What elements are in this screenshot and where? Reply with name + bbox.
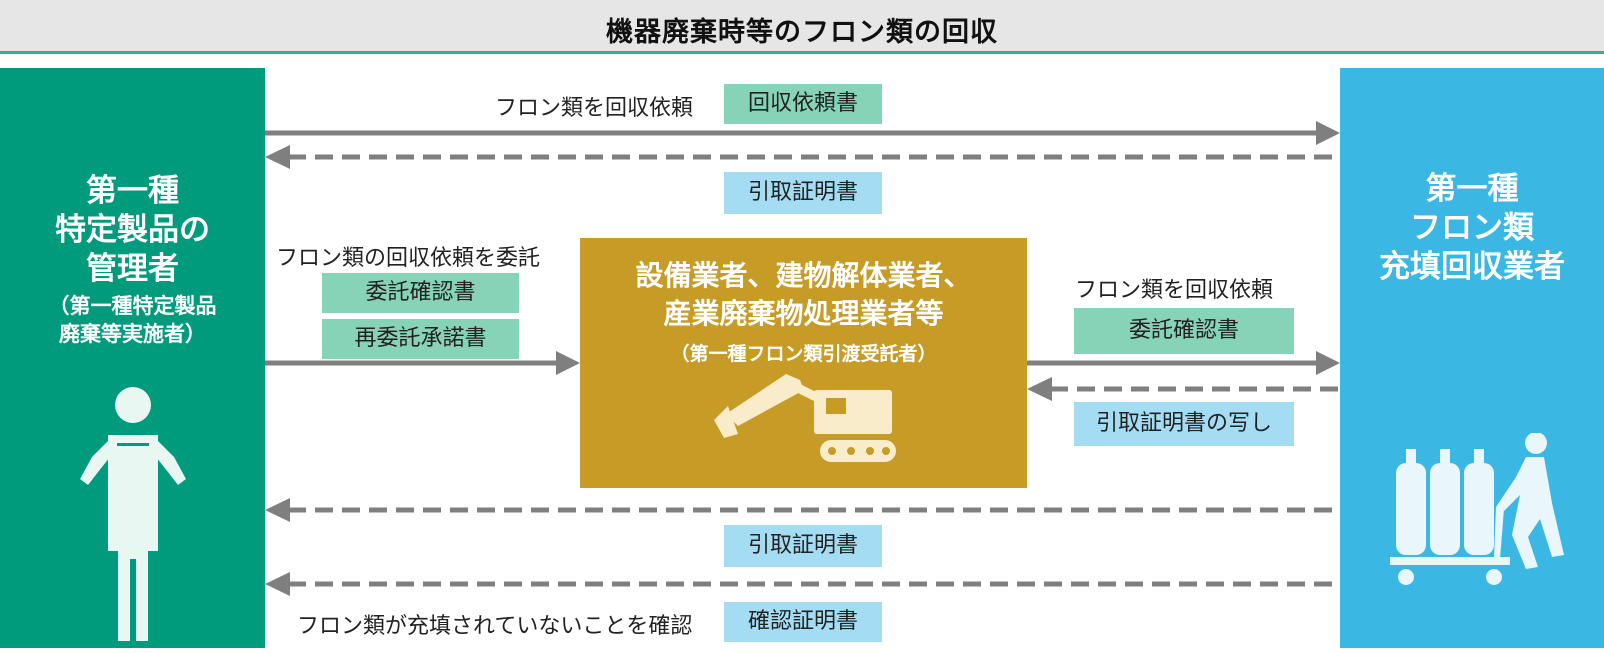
- manager-subtitle-line-2: 廃棄等実施者）: [59, 322, 206, 346]
- arrowhead-request: [1316, 121, 1340, 145]
- manager-subtitle-line-1: （第一種特定製品: [48, 294, 217, 318]
- delegate-doc1-chip: 委託確認書: [322, 273, 519, 313]
- page-title: 機器廃棄時等のフロン類の回収: [606, 17, 998, 48]
- manager-person-icon: [80, 387, 186, 641]
- excavator-icon: [714, 374, 896, 462]
- manager-title-line-2: 特定製品の: [55, 212, 210, 248]
- contractor-subtitle: （第一種フロン類引渡受託者）: [670, 343, 937, 365]
- title-bar: 機器廃棄時等のフロン類の回収: [0, 0, 1604, 54]
- confirm-label: フロン類が充填されていないことを確認: [297, 614, 693, 639]
- manager-title-line-3: 管理者: [86, 251, 179, 287]
- request2-doc-chip: 委託確認書: [1074, 308, 1294, 354]
- request-doc-chip: 回収依頼書: [724, 84, 882, 124]
- receipt-doc-top-chip: 引取証明書: [724, 172, 882, 214]
- recovery-operator-panel: 第一種 フロン類 充填回収業者: [1340, 68, 1604, 648]
- delegate-doc2-chip: 再委託承諾書: [322, 319, 519, 359]
- gas-cylinder-cart-icon: [1390, 433, 1564, 585]
- operator-title-line-1: 第一種: [1425, 171, 1519, 207]
- receipt-copy-doc-chip: 引取証明書の写し: [1074, 402, 1294, 446]
- delegate-label: フロン類の回収依頼を委託: [276, 246, 541, 271]
- operator-title-line-3: 充填回収業者: [1379, 249, 1565, 285]
- arrowhead-confirm: [265, 572, 290, 596]
- contractor-title-line-2: 産業廃棄物処理業者等: [663, 297, 944, 330]
- request-label: フロン類を回収依頼: [495, 96, 694, 121]
- contractor-box: 設備業者、建物解体業者、 産業廃棄物処理業者等 （第一種フロン類引渡受託者）: [580, 238, 1027, 488]
- contractor-title-line-1: 設備業者、建物解体業者、: [635, 259, 972, 292]
- receipt-doc-bottom-chip: 引取証明書: [724, 525, 882, 567]
- confirm-doc-chip: 確認証明書: [724, 602, 882, 642]
- manager-panel: 第一種 特定製品の 管理者 （第一種特定製品 廃棄等実施者）: [0, 68, 265, 648]
- arrowhead-request2: [1316, 351, 1340, 375]
- arrowhead-receipt-top: [265, 145, 290, 169]
- manager-title-line-1: 第一種: [86, 173, 179, 209]
- arrowhead-receipt-copy: [1027, 377, 1052, 401]
- arrowhead-receipt-bottom: [265, 498, 290, 522]
- operator-title-line-2: フロン類: [1410, 210, 1534, 246]
- request2-label: フロン類を回収依頼: [1075, 278, 1274, 303]
- arrowhead-delegate: [556, 351, 580, 375]
